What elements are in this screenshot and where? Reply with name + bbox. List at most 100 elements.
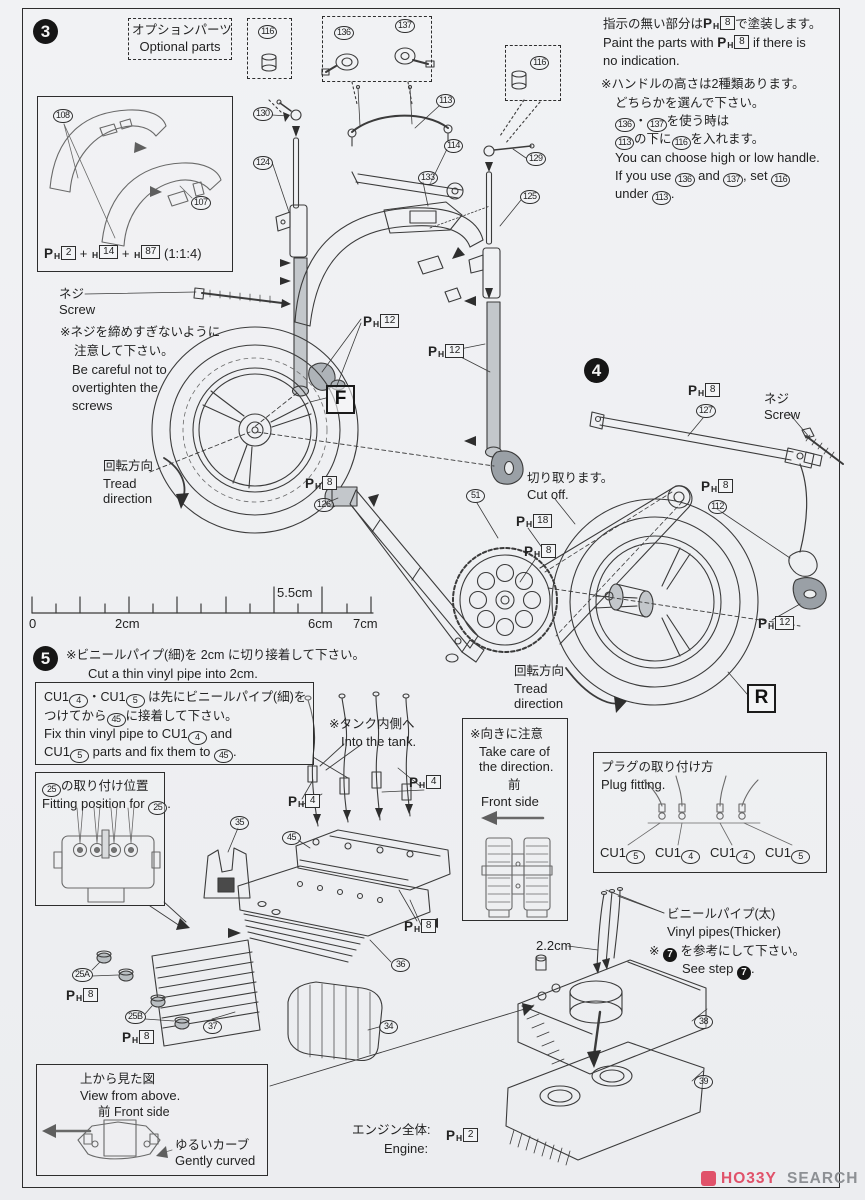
part-label-129: 129 [526,152,546,166]
part-ref-45: 45 [106,713,126,727]
engine-label-en: Engine: [384,1141,429,1156]
tread-rear-en2: direction [514,696,564,711]
dimension-2-2cm: 2.2cm [536,938,572,953]
screw-label-en: Screw [59,302,96,317]
view-box-front: 前 Front side [98,1105,170,1119]
handle-note-l7: under 113. [615,186,675,205]
screw-caution-5: screws [72,398,113,413]
plug-fitting-art [627,775,793,846]
vinyl-note-ref-en: See step 7. [682,961,755,980]
page-border [22,8,840,1188]
dir-box-en2: the direction. [479,759,554,774]
part-label-124: 124 [253,156,273,170]
vinyl-pipes-art [567,886,665,974]
screw-label-jp: ネジ [59,287,85,301]
handle-note-l6: If you use 136 and 137, set 116 [615,168,791,187]
plug-box-title-jp: プラグの取り付け方 [601,760,714,774]
paint-code-h87: 87 [141,245,161,259]
tread-rear-jp: 回転方向 [514,664,565,678]
screw4-label-jp: ネジ [764,392,790,406]
hobby-search-logo-word2: SEARCH [787,1170,859,1187]
part-label-107: 107 [191,196,211,210]
plug-box-title-en: Plug fitting. [601,777,666,792]
handle-note-l1: ※ハンドルの高さは2種類あります。 [601,77,805,91]
hobby-search-logo-word1: HO33Y [721,1170,777,1187]
part-ref-113: 113 [651,191,671,205]
part-label-25B: 25B [125,1010,146,1024]
handle-note-l2: どちらかを選んで下さい。 [615,96,765,110]
cut-off-en: Cut off. [527,487,569,502]
view-above-art [42,1119,173,1160]
part-label-133: 133 [418,171,438,185]
step-7-ref: 7 [662,948,677,962]
tread-front-en1: Tread [103,476,137,491]
part-label-114: 114 [444,139,463,153]
engine-art [269,954,708,1166]
rear-wheel-mark: R [747,684,776,713]
part-label-116a: 116 [258,25,277,39]
optional-parts-box [128,18,232,60]
cut-off-jp: 切り取ります。 [527,471,614,485]
screw-caution-2: 注意して下さい。 [74,344,174,358]
part-ref-4: 4 [681,850,701,864]
part-ref-25: 25 [148,801,168,815]
screw-caution-3: Be careful not to [72,362,167,377]
part-label-112: 112 [708,500,727,514]
part-ref-136: 136 [615,118,635,132]
direction-note-box [462,718,568,921]
view-above-box [36,1064,268,1176]
engine-label-jp: エンジン全体: [352,1123,431,1137]
optional-parts-label-jp: オプションパーツ [132,23,232,37]
part-label-39: 39 [694,1075,713,1089]
paint-code-h14: 14 [99,245,119,259]
part-ref-116: 116 [771,173,791,187]
part-ref-137: 137 [647,118,667,132]
screw-caution-4: overtighten the [72,380,159,395]
part-label-113: 113 [436,94,455,108]
part-ref-25: 25 [42,783,61,797]
part-116-box-b [505,45,561,101]
part-ref-4: 4 [69,694,89,708]
paint-ratio: (1:1:4) [164,246,202,261]
tread-front-jp: 回転方向 [103,459,154,473]
tank-note-jp: ※タンク内側へ [329,717,415,731]
tread-rear-en1: Tread [514,681,548,696]
part-ref-4: 4 [187,731,207,745]
fitting-box-en: Fitting position for 25. [42,796,171,815]
part-label-25A: 25A [72,968,93,982]
part-label-126: 126 [314,498,334,512]
part-label-45: 45 [282,831,301,845]
direction-box-art [481,811,553,918]
part-label-125: 125 [520,190,540,204]
screw4-label-en: Screw [764,407,801,422]
optional-parts-art [261,47,541,145]
vinyl-note-jp: ビニールパイプ(太) [667,907,776,921]
rear-assembly-art [321,411,844,713]
view-box-jp: 上から見た図 [80,1072,156,1086]
part-ref-113: 113 [615,136,634,150]
part-ref-5: 5 [70,749,90,763]
paint-note-en2: no indication. [603,53,680,68]
optional-parts-label-en: Optional parts [139,39,221,54]
